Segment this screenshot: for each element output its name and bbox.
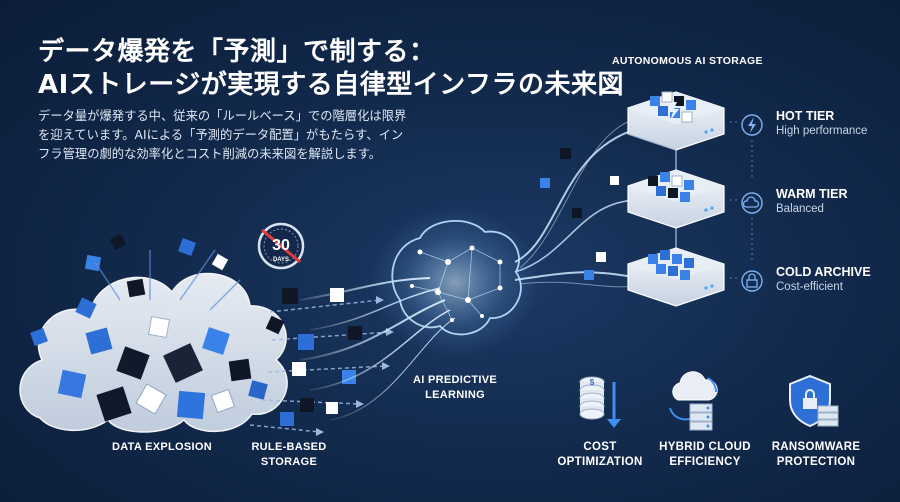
benefit-ransomware-line1: RANSOMWARE	[771, 441, 861, 453]
rule-based-flow	[249, 288, 394, 436]
storage-title: AUTONOMOUS AI STORAGE	[612, 55, 763, 67]
tier-name-warm: WARM TIER	[776, 187, 848, 201]
badge-number: 30	[272, 237, 290, 254]
burst-lines	[94, 249, 241, 311]
lock-icon	[741, 270, 763, 292]
storage-stack	[627, 91, 753, 307]
label-ai-learning-2: LEARNING	[425, 389, 485, 401]
benefit-ransomware-line2: PROTECTION	[776, 456, 856, 468]
page-title-line2: AIストレージが実現する自律型インフラの未来図	[38, 70, 624, 100]
thirty-days-badge: 30 DAYS	[257, 222, 305, 270]
data-explosion-cloud	[19, 233, 288, 433]
description-line3: フラ管理の劇的な効率化とコスト削減の未来図を解説します。	[38, 147, 382, 161]
cloud-icon	[741, 192, 763, 214]
shield-lock-icon	[789, 374, 839, 428]
hot-tier-server	[627, 91, 725, 151]
cold-archive-server	[627, 247, 725, 307]
page-title-line1: データ爆発を「予測」で制する：	[38, 37, 436, 67]
label-data-explosion: DATA EXPLOSION	[112, 441, 212, 453]
tier-desc-warm: Balanced	[776, 203, 824, 215]
badge-unit: DAYS	[273, 257, 289, 263]
data-cubes	[30, 233, 285, 422]
tier-name-hot: HOT TIER	[776, 109, 835, 123]
description-line1: データ量が爆発する中、従来の「ルールベース」での階層化は限界	[38, 109, 407, 123]
coin-stack-icon: $	[579, 376, 621, 428]
ai-brain	[370, 207, 540, 357]
label-rule-based-1: RULE-BASED	[251, 441, 327, 453]
label-rule-based-2: STORAGE	[260, 456, 318, 468]
flying-cubes	[540, 148, 619, 280]
lightning-icon	[741, 114, 763, 136]
benefit-hybrid-line2: EFFICIENCY	[669, 456, 741, 468]
svg-text:$: $	[590, 378, 595, 387]
description-line2: を迎えています。AIによる「予測的データ配置」がもたらす、イン	[38, 128, 404, 142]
benefit-hybrid-line1: HYBRID CLOUD	[659, 441, 751, 453]
cloud-server-icon	[669, 371, 718, 431]
benefit-cost-line1: COST	[583, 441, 617, 453]
tier-desc-hot: High performance	[776, 125, 868, 137]
tier-desc-cold: Cost-efficient	[776, 281, 843, 293]
benefit-cost-line2: OPTIMIZATION	[557, 456, 643, 468]
label-ai-learning-1: AI PREDICTIVE	[413, 374, 497, 386]
tier-name-cold: COLD ARCHIVE	[776, 265, 871, 279]
warm-tier-server	[627, 169, 725, 229]
tier-streams	[514, 119, 641, 288]
